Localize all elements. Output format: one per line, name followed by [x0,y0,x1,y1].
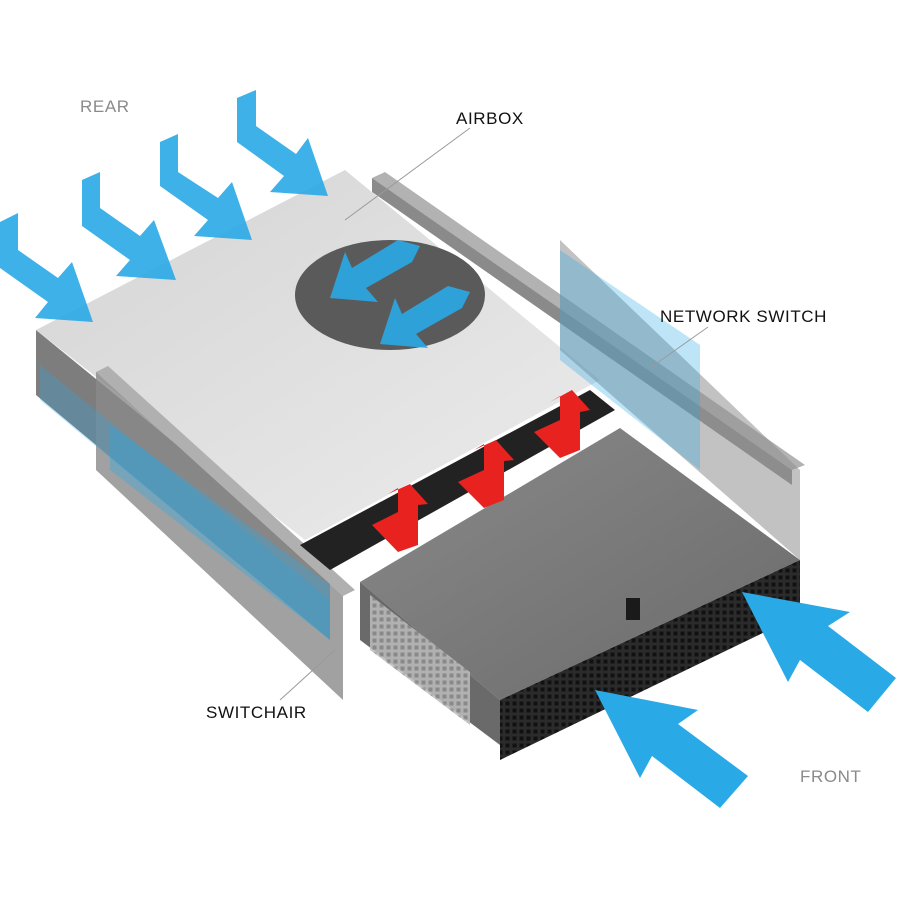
arrow-icon [380,286,470,348]
arrow-icon [330,240,420,302]
airbox-top-panel [36,170,600,540]
arrow-icon [372,484,428,552]
switch-front-grille [500,560,800,760]
arrow-icon [595,690,748,808]
switch-side-grille [370,595,470,725]
arrow-icon [742,592,896,712]
cool-air-arrows-airbox [330,240,470,348]
switchair-duct [40,365,330,640]
leader-lines [279,127,709,701]
rails [96,172,805,700]
switchair-duct-face [110,425,330,640]
right-duct [560,250,700,470]
network-switch-leader [649,326,709,369]
side-rail-left [96,366,355,596]
arrow-icon [237,90,328,196]
network-switch-label: NETWORK SWITCH [660,307,828,326]
rear-label: REAR [80,97,130,116]
arrow-icon [82,172,176,280]
switchair-label: SWITCHAIR [206,703,307,722]
hot-air-arrows [372,390,590,552]
arrow-icon [160,134,252,240]
arrow-icon [534,390,590,458]
switchair-leader [279,649,336,701]
side-rail-right-face [560,240,800,560]
arrow-icon [458,440,514,508]
network-switch [360,428,800,760]
front-label: FRONT [800,767,862,786]
airbox-label: AIRBOX [456,109,524,128]
cool-air-arrows-rear [0,90,328,322]
switch-top [360,428,800,700]
cool-air-arrows-front [595,592,896,808]
airbox-leader [344,127,471,221]
side-rail-left-face [96,372,343,700]
arrow-icon [0,213,93,322]
switch-badge [626,598,640,620]
